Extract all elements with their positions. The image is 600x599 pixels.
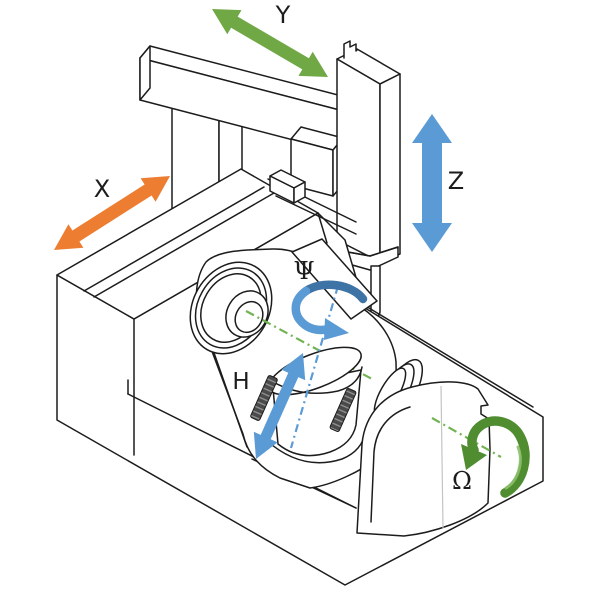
psi-axis-label: Ψ (293, 257, 315, 285)
omega-axis-line-right (431, 417, 502, 458)
psi-rotation-arrow (291, 280, 368, 340)
x-arrow (54, 176, 170, 250)
x-axis-label: X (93, 175, 111, 203)
mounting-bracket (269, 169, 306, 204)
z-arrow (412, 114, 452, 252)
omega-axis-label: Ω (452, 467, 472, 495)
psi-axis-line (289, 285, 340, 449)
omega-rotation-arrow (461, 416, 530, 498)
clamp-bars (250, 375, 357, 432)
h-arrow (253, 353, 306, 459)
trunnion-support (356, 381, 491, 537)
psi-lug (291, 238, 378, 320)
z-axis-label: Z (447, 167, 465, 195)
h-axis-label: H (232, 369, 250, 395)
y-arrow (212, 9, 328, 77)
y-axis-label: Y (275, 1, 291, 29)
spindle-probe (370, 265, 381, 318)
trunnion-bearing (189, 261, 273, 355)
